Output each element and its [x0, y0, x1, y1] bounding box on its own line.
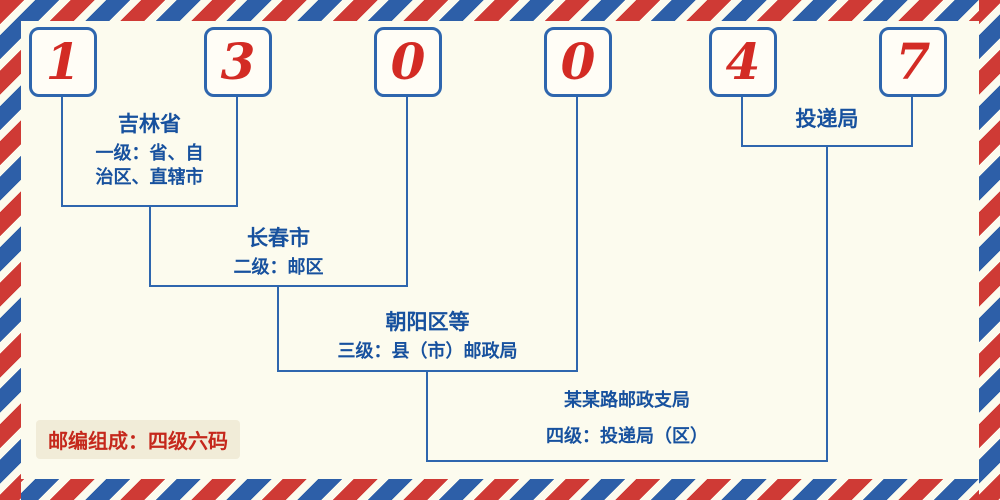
- connector-line-digit1: [61, 97, 63, 207]
- connector-step-level3: [426, 370, 428, 462]
- level-1-label: 吉林省 一级：省、自 治区、直辖市: [61, 112, 238, 189]
- bracket-bottom-level1: [61, 205, 238, 207]
- connector-line-digit5: [741, 97, 743, 147]
- level-2-label: 长春市 二级：邮区: [149, 226, 408, 280]
- level-1-title: 吉林省: [118, 112, 181, 136]
- level-3-desc: 三级：县（市）邮政局: [337, 341, 518, 363]
- composition-note-text: 邮编组成：四级六码: [48, 429, 228, 453]
- level-1-desc-line1: 一级：省、自: [95, 143, 204, 165]
- bracket-bottom-level3: [277, 370, 578, 372]
- airmail-border-top: [0, 0, 1000, 21]
- digit-4: 0: [560, 32, 596, 91]
- digit-3: 0: [390, 32, 426, 91]
- connector-step-level2: [277, 285, 279, 372]
- connector-step-delivery: [826, 145, 828, 462]
- airmail-border-right: [979, 0, 1000, 500]
- digit-1: 1: [45, 32, 81, 91]
- bracket-bottom-level4: [426, 460, 828, 462]
- airmail-border-bottom: [0, 479, 1000, 500]
- connector-line-digit2: [236, 97, 238, 207]
- airmail-border-left: [0, 0, 21, 500]
- digit-box-3: 0: [374, 27, 442, 97]
- level-2-title: 长春市: [247, 226, 310, 250]
- digit-box-2: 3: [204, 27, 272, 97]
- level-1-desc-line2: 治区、直辖市: [95, 166, 204, 188]
- delivery-office-label: 投递局: [741, 107, 913, 132]
- delivery-office-title: 投递局: [795, 107, 859, 131]
- level-4-desc: 四级：投递局（区）: [546, 425, 708, 447]
- composition-note-badge: 邮编组成：四级六码: [36, 420, 240, 459]
- digit-box-5: 4: [709, 27, 777, 97]
- level-3-title: 朝阳区等: [385, 310, 470, 334]
- digit-2: 3: [220, 32, 256, 91]
- connector-line-digit3: [406, 97, 408, 287]
- digit-box-1: 1: [29, 27, 97, 97]
- digit-box-4: 0: [544, 27, 612, 97]
- digit-6: 7: [895, 32, 931, 91]
- level-4-label: 某某路邮政支局 四级：投递局（区）: [426, 390, 828, 448]
- bracket-bottom-level2: [149, 285, 408, 287]
- digit-5: 4: [725, 32, 761, 91]
- level-3-label: 朝阳区等 三级：县（市）邮政局: [277, 310, 578, 364]
- connector-line-digit6: [911, 97, 913, 147]
- level-4-title: 某某路邮政支局: [564, 390, 690, 411]
- digit-box-6: 7: [879, 27, 947, 97]
- level-2-desc: 二级：邮区: [233, 257, 324, 279]
- bracket-bottom-delivery: [741, 145, 913, 147]
- connector-line-digit4: [576, 97, 578, 372]
- connector-step-level1: [149, 205, 151, 287]
